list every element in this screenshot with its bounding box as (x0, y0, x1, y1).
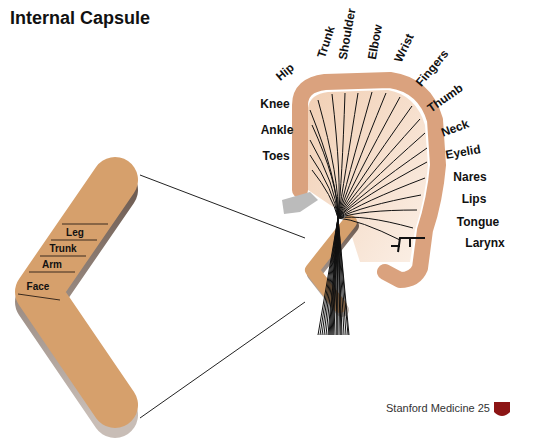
cortex-inner (308, 90, 428, 262)
body-part-label: Eyelid (444, 142, 481, 162)
body-part-label: Elbow (365, 23, 385, 60)
body-part-label: Lips (462, 192, 487, 206)
body-part-label: Wrist (391, 32, 416, 65)
fiber-bundle (310, 92, 427, 335)
body-part-label: Fingers (413, 47, 452, 89)
band-divider (40, 256, 86, 257)
body-part-label: Knee (260, 97, 289, 111)
band-divider (29, 272, 75, 273)
body-part-label: Trunk (314, 24, 337, 59)
band-label: Trunk (49, 243, 76, 254)
capsule-band: Leg (60, 225, 90, 239)
band-divider (18, 294, 60, 300)
band-label: Leg (66, 227, 84, 238)
body-part-label: Shoulder (336, 7, 359, 61)
larynx-tract (391, 238, 425, 252)
capsule-band: Arm (38, 257, 66, 271)
band-divider (51, 240, 97, 241)
body-part-label: Ankle (261, 123, 294, 137)
zoom-line (140, 175, 305, 238)
body-part-label: Toes (262, 149, 289, 163)
body-part-label: Hip (273, 60, 297, 83)
capsule-band: Trunk (46, 241, 80, 255)
body-part-label: Neck (439, 117, 471, 140)
credit-text: Stanford Medicine 25 (386, 402, 490, 414)
body-part-label: Thumb (425, 81, 466, 115)
body-part-label: Tongue (457, 215, 499, 229)
body-part-label: Nares (453, 170, 486, 184)
logo-shield (494, 402, 510, 416)
zoom-line (140, 302, 305, 418)
ventricle (282, 192, 318, 214)
band-label: Face (27, 281, 50, 292)
capsule-top (38, 180, 115, 405)
band-divider (62, 224, 108, 225)
body-part-label: Larynx (465, 236, 504, 250)
diagram-title: Internal Capsule (10, 8, 150, 29)
band-label: Arm (42, 259, 62, 270)
capsule-band: Face (23, 279, 53, 293)
